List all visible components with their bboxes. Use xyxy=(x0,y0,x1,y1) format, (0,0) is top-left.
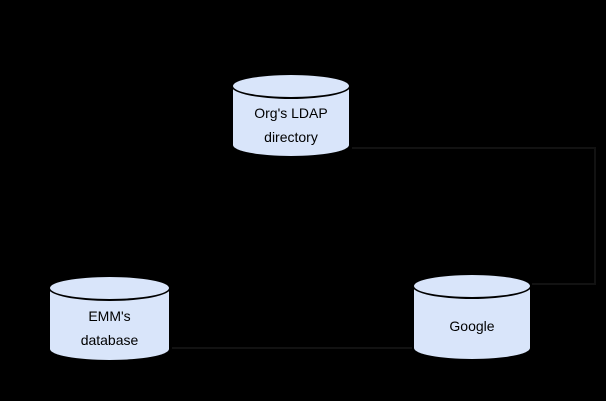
connector-ldap-to-right-edge xyxy=(352,147,596,149)
connector-into-google-right xyxy=(532,283,596,285)
node-label-org-ldap-directory: Org's LDAP directory xyxy=(231,99,351,150)
database-cylinder-top-icon xyxy=(231,73,351,99)
node-label-line: database xyxy=(80,331,139,348)
connector-right-edge-down xyxy=(594,147,596,285)
node-emm-database: EMM's database xyxy=(48,275,171,362)
node-google: Google xyxy=(412,273,532,361)
connector-emm-to-google xyxy=(172,347,412,349)
database-cylinder-top-icon xyxy=(48,275,171,301)
node-label-line: Org's LDAP xyxy=(254,104,328,121)
node-org-ldap-directory: Org's LDAP directory xyxy=(231,73,351,158)
node-label-emm-database: EMM's database xyxy=(48,301,171,354)
node-label-line: directory xyxy=(264,128,318,145)
node-label-google: Google xyxy=(412,299,532,353)
database-cylinder-top-icon xyxy=(412,273,532,299)
node-label-line: EMM's xyxy=(88,307,131,324)
node-label-line: Google xyxy=(449,318,495,334)
